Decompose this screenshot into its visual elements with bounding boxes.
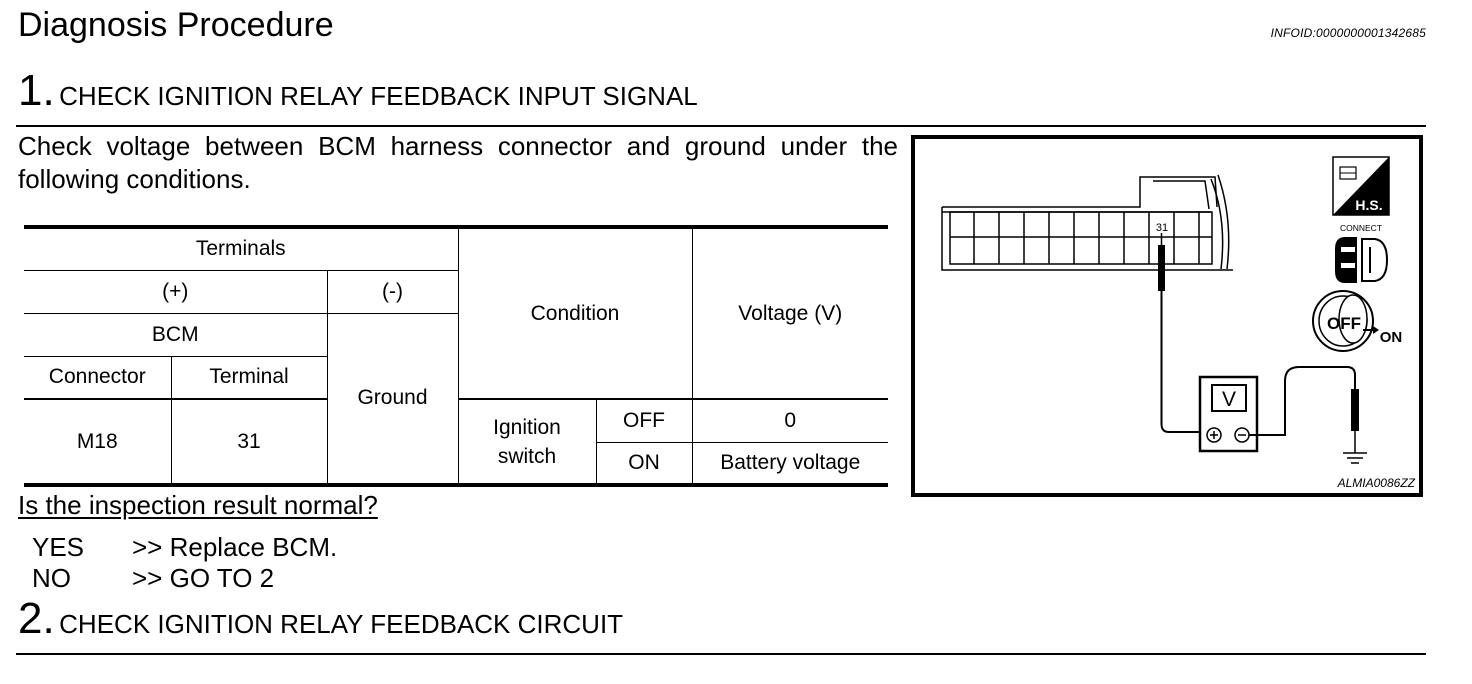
- ground-cell: Ground: [326, 312, 459, 486]
- inspection-question: Is the inspection result normal?: [18, 490, 378, 520]
- no-key: NO: [32, 563, 71, 593]
- yes-key: YES: [32, 532, 85, 562]
- state-cell: OFF: [595, 398, 693, 443]
- on-label: ON: [1380, 329, 1403, 346]
- hs-label: H.S.: [1355, 197, 1382, 213]
- ground-symbol: [1343, 452, 1367, 464]
- step-1-instruction: Check voltage between BCM harness connec…: [18, 131, 898, 194]
- yes-action: >> Replace BCM.: [132, 532, 338, 562]
- harness-side-icon: H.S.: [1332, 156, 1390, 216]
- page-title: Diagnosis Procedure: [18, 6, 334, 44]
- terminal-label: 31: [1156, 222, 1168, 234]
- step-2-title: CHECK IGNITION RELAY FEEDBACK CIRCUIT: [59, 609, 624, 639]
- step-1-number: 1.: [18, 66, 55, 115]
- voltage-spec-table: Terminals Condition Voltage (V) (+) (-) …: [24, 225, 888, 487]
- connector-drawing: [941, 174, 1233, 271]
- terminal-header: Terminal: [170, 355, 328, 400]
- negative-probe: [1249, 366, 1359, 453]
- step-2-heading: 2. CHECK IGNITION RELAY FEEDBACK CIRCUIT: [18, 594, 623, 644]
- ignition-switch-cell: Ignition switch: [457, 398, 597, 486]
- positive-probe: [1158, 233, 1205, 433]
- state-cell: ON: [596, 441, 693, 486]
- connector-cell: M18: [24, 398, 172, 486]
- section-divider: [16, 125, 1426, 127]
- voltage-cell: 0: [691, 398, 888, 443]
- off-label: OFF: [1327, 314, 1361, 333]
- step-2-number: 2.: [18, 594, 55, 643]
- section-divider: [16, 653, 1426, 655]
- terminals-header: Terminals: [24, 226, 459, 271]
- info-id: INFOID:0000000001342685: [1270, 26, 1426, 40]
- terminal-cell: 31: [170, 398, 328, 486]
- diagram-code: ALMIA0086ZZ: [1337, 476, 1415, 490]
- minus-header: (-): [326, 269, 459, 314]
- unit-header: BCM: [24, 312, 328, 357]
- step-1-heading: 1. CHECK IGNITION RELAY FEEDBACK INPUT S…: [18, 66, 698, 116]
- meter-label: V: [1222, 388, 1236, 411]
- connect-label: CONNECT: [1340, 223, 1382, 233]
- wiring-diagram: 31 V: [911, 135, 1423, 497]
- ignition-line-2: switch: [497, 444, 557, 468]
- ignition-switch-icon: OFF ON: [1312, 290, 1403, 352]
- connect-icon: [1335, 237, 1389, 283]
- ignition-line-1: Ignition: [493, 415, 561, 439]
- voltage-header: Voltage (V): [691, 226, 888, 400]
- condition-header: Condition: [457, 226, 693, 400]
- no-action: >> GO TO 2: [132, 563, 275, 593]
- diagram-graphic: 31 V: [941, 156, 1403, 464]
- connector-header: Connector: [24, 355, 172, 400]
- voltmeter: V: [1198, 375, 1259, 453]
- plus-header: (+): [24, 269, 328, 314]
- step-1-title: CHECK IGNITION RELAY FEEDBACK INPUT SIGN…: [59, 81, 698, 111]
- voltage-cell: Battery voltage: [691, 441, 888, 486]
